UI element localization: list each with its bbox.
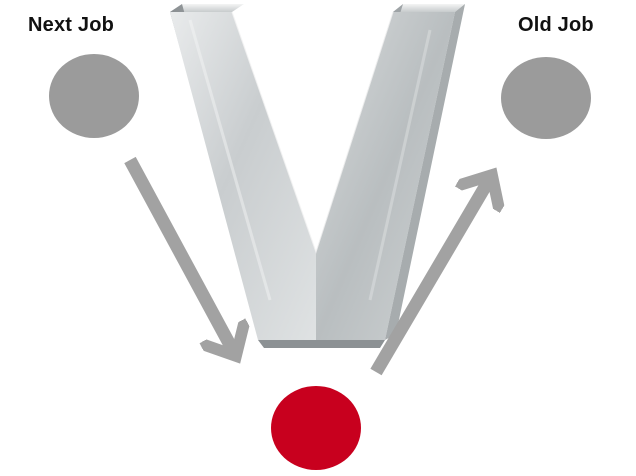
- v-right-top-cap: [393, 4, 465, 12]
- v-right-face: [316, 12, 455, 340]
- v-left-face: [170, 12, 316, 340]
- next-job-node: [49, 54, 139, 138]
- v-bottom-edge: [258, 340, 385, 348]
- current-job-node: [271, 386, 361, 470]
- old-job-label: Old Job: [518, 14, 594, 37]
- old-job-node: [501, 57, 591, 139]
- next-job-label: Next Job: [28, 14, 114, 37]
